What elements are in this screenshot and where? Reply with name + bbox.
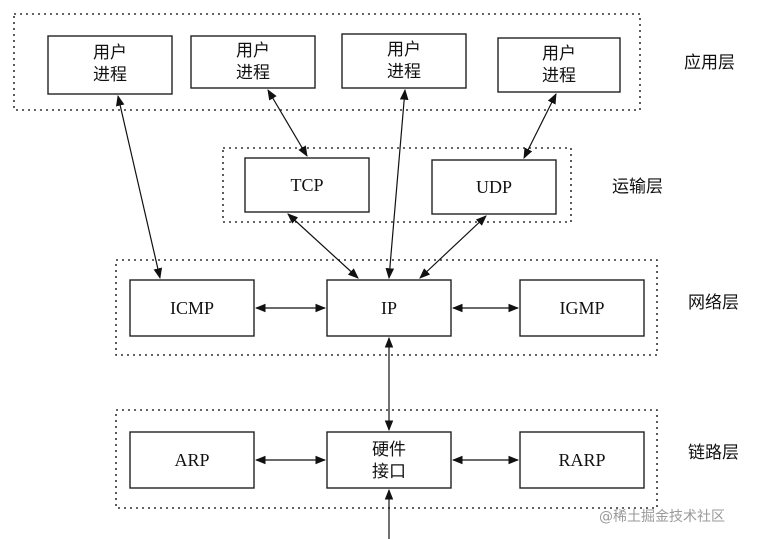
udp-box: UDP [431, 159, 557, 215]
user-process-box: 用户 进程 [497, 37, 621, 93]
watermark-text: @稀土掘金技术社区 [599, 509, 725, 525]
arp-label: ARP [174, 450, 209, 470]
user-process-label-line1: 用户 [93, 43, 127, 63]
user-process-box: 用户 进程 [47, 35, 173, 95]
rarp-box: RARP [519, 431, 645, 489]
edge-user2-tcp [267, 89, 308, 157]
user-process-label-line2: 进程 [93, 65, 127, 85]
igmp-label: IGMP [559, 298, 604, 318]
tcp-box: TCP [244, 157, 370, 213]
icmp-box: ICMP [129, 279, 255, 337]
user-process-label-line2: 进程 [236, 63, 270, 83]
application-layer-label: 应用层 [684, 53, 735, 73]
ip-box: IP [326, 279, 452, 337]
arp-box: ARP [129, 431, 255, 489]
rarp-label: RARP [558, 450, 605, 470]
user-process-box: 用户 进程 [190, 35, 316, 89]
edge-user3-ip [385, 88, 409, 280]
network-layer-label: 网络层 [688, 293, 739, 313]
edge-udp-ip [419, 215, 487, 279]
user-process-label-line1: 用户 [387, 40, 421, 60]
edge-user4-udp [523, 93, 557, 159]
transport-layer-label: 运输层 [612, 177, 663, 197]
ip-label: IP [381, 298, 397, 318]
hardware-interface-label-line2: 接口 [372, 462, 406, 482]
user-process-label-line2: 进程 [387, 62, 421, 82]
link-layer-label: 链路层 [688, 443, 739, 463]
user-process-label-line1: 用户 [542, 44, 576, 64]
user-process-label-line1: 用户 [236, 41, 270, 61]
hardware-interface-label-line1: 硬件 [372, 440, 406, 460]
tcp-label: TCP [290, 175, 323, 195]
application-layer-frame [13, 13, 641, 111]
hardware-interface-box: 硬件 接口 [326, 431, 452, 489]
edge-tcp-ip [287, 213, 359, 279]
igmp-box: IGMP [519, 279, 645, 337]
user-process-box: 用户 进程 [341, 33, 467, 89]
user-process-label-line2: 进程 [542, 66, 576, 86]
icmp-label: ICMP [170, 298, 214, 318]
edge-user1-icmp [115, 94, 163, 280]
udp-label: UDP [476, 177, 512, 197]
